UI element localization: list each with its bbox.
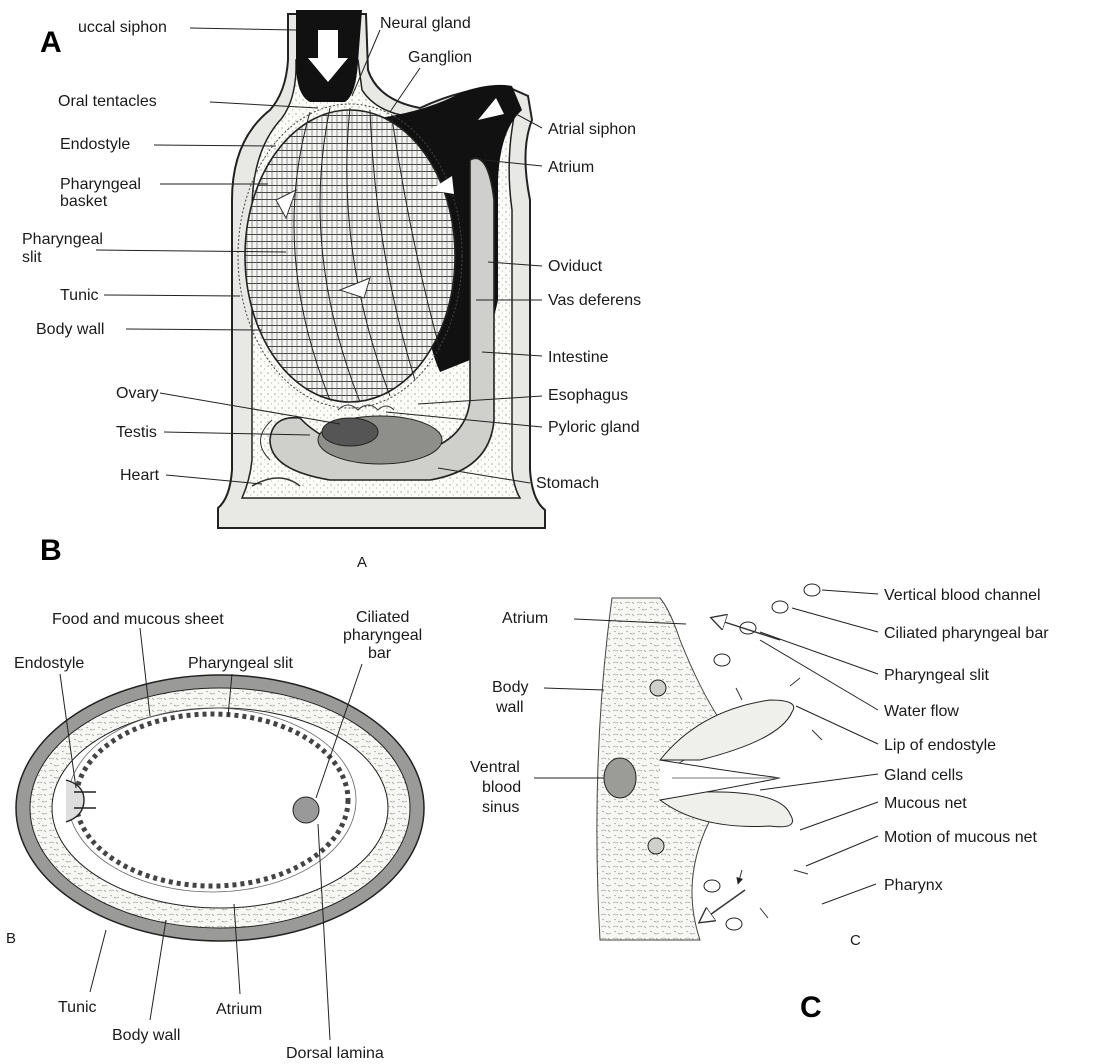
label-lip-of-endostyle: Lip of endostyle [884, 737, 996, 754]
label-stomach: Stomach [536, 475, 599, 492]
label-gland-cells: Gland cells [884, 767, 963, 784]
panel-letter-c: C [800, 991, 822, 1024]
label-water-flow: Water flow [884, 703, 959, 720]
label-pharyngeal-slit-c: Pharyngeal slit [884, 667, 990, 684]
label-vertical-blood-channel: Vertical blood channel [884, 587, 1041, 604]
pharyngeal-basket-shape [245, 110, 455, 402]
label-pharyngeal-slit-line2: slit [22, 249, 42, 266]
label-mucous-net: Mucous net [884, 795, 967, 812]
panel-b [16, 675, 424, 941]
dorsal-lamina-shape [293, 797, 319, 823]
panel-letter-b: B [40, 534, 62, 567]
label-atrium-a: Atrium [548, 159, 594, 176]
panel-caption-b: B [6, 930, 16, 947]
label-motion-of-mucous-net: Motion of mucous net [884, 829, 1038, 846]
ventral-sinus-shape [604, 758, 636, 798]
panel-c [597, 584, 822, 940]
label-atrium-c: Atrium [502, 610, 548, 627]
label-endostyle-b: Endostyle [14, 655, 84, 672]
label-atrial-siphon: Atrial siphon [548, 121, 636, 138]
label-esophagus: Esophagus [548, 387, 628, 404]
label-body-wall-a: Body wall [36, 321, 104, 338]
label-testis: Testis [116, 424, 157, 441]
label-dorsal-lamina: Dorsal lamina [286, 1045, 384, 1062]
panel-a [218, 10, 545, 528]
label-food-mucous-sheet: Food and mucous sheet [52, 611, 224, 628]
label-atrium-b: Atrium [216, 1001, 262, 1018]
label-ciliated-bar-line1: Ciliated [356, 609, 409, 626]
label-pharyngeal-slit-b: Pharyngeal slit [188, 655, 294, 672]
label-body-wall-b: Body wall [112, 1027, 180, 1044]
label-vas-deferens: Vas deferens [548, 292, 641, 309]
label-body-wall-c-line2: wall [495, 699, 524, 716]
label-tunic-a: Tunic [60, 287, 99, 304]
label-pharyngeal-slit-line1: Pharyngeal [22, 231, 103, 248]
label-tunic-b: Tunic [58, 999, 97, 1016]
label-intestine: Intestine [548, 349, 609, 366]
panel-caption-a: A [357, 554, 367, 571]
label-pharynx: Pharynx [884, 877, 943, 894]
label-oviduct: Oviduct [548, 258, 603, 275]
water-flow-arrow-down [700, 890, 745, 922]
label-heart: Heart [120, 467, 160, 484]
label-ciliated-pharyngeal-bar: Ciliated pharyngeal bar [884, 625, 1049, 642]
label-ganglion: Ganglion [408, 49, 472, 66]
label-endostyle-a: Endostyle [60, 136, 130, 153]
panel-letter-a: A [40, 26, 62, 59]
label-pharyngeal-basket-line1: Pharyngeal [60, 176, 141, 193]
label-ventral-line3: sinus [482, 799, 519, 816]
water-flow-arrow-up [712, 618, 780, 640]
panel-caption-c: C [850, 932, 861, 949]
label-buccal-siphon: uccal siphon [78, 19, 167, 36]
label-pharyngeal-basket-line2: basket [60, 193, 108, 210]
label-body-wall-c-line1: Body [492, 679, 528, 696]
label-pyloric-gland: Pyloric gland [548, 419, 640, 436]
label-neural-gland: Neural gland [380, 15, 471, 32]
label-ovary: Ovary [116, 385, 159, 402]
label-oral-tentacles: Oral tentacles [58, 93, 157, 110]
label-ciliated-bar-line2: pharyngeal [343, 627, 422, 644]
vertical-blood-channel-beads [704, 584, 820, 930]
label-ventral-line1: Ventral [470, 759, 520, 776]
label-ciliated-bar-line3: bar [368, 645, 392, 662]
label-ventral-line2: blood [482, 779, 521, 796]
